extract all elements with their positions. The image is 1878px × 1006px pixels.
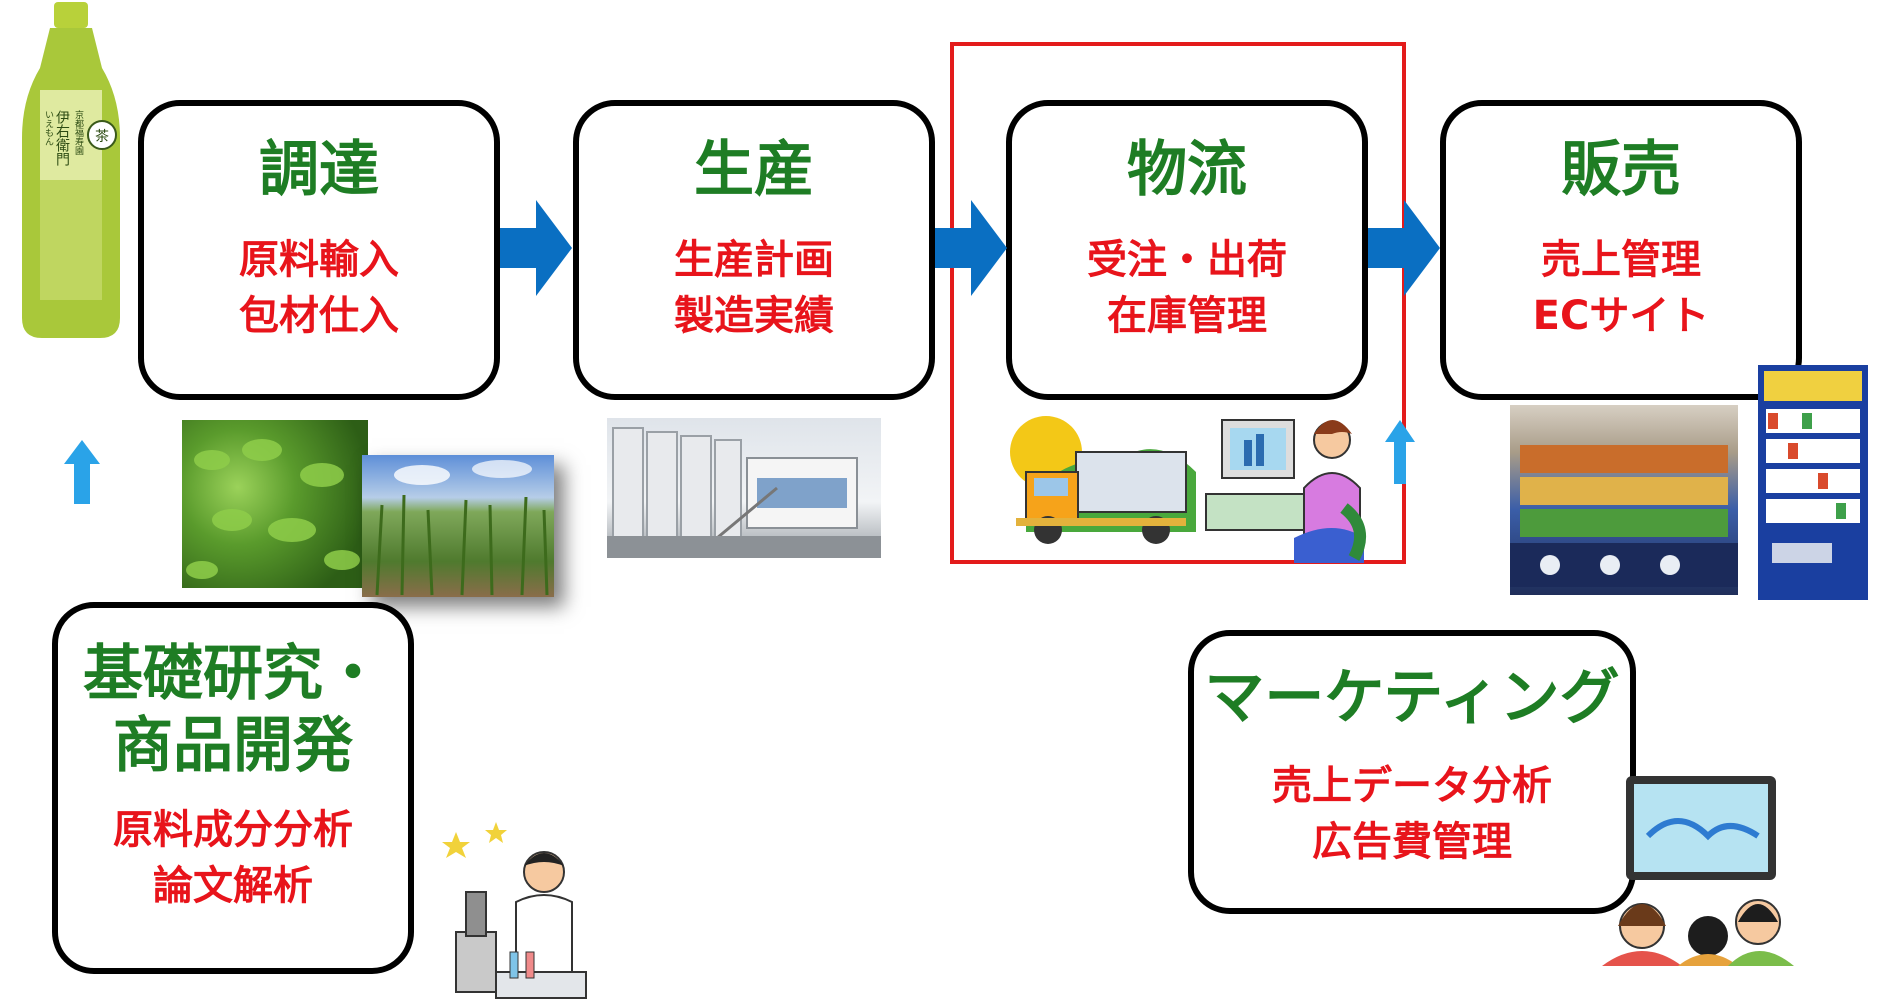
arrow-up-icon <box>1385 420 1415 484</box>
research-title-line2: 商品開発 <box>113 711 353 781</box>
marketing-line2: 広告費管理 <box>1312 819 1512 865</box>
stage-production-title: 生産 <box>694 135 814 205</box>
bottle-maker-text: 京都福寿園 <box>73 109 84 156</box>
bottle-brand-text: 伊右衛門 <box>54 110 70 167</box>
stage-sales: 販売 売上管理 ECサイト <box>1440 100 1802 400</box>
stage-procurement-line1: 原料輸入 <box>239 237 399 283</box>
stage-sales-line2: ECサイト <box>1532 293 1710 339</box>
research-title-line1: 基礎研究・ <box>83 639 383 709</box>
scientist-clipart <box>442 822 587 999</box>
research-box: 基礎研究・ 商品開発 原料成分分析 論文解析 <box>52 602 414 974</box>
marketing-box: マーケティング 売上データ分析 広告費管理 <box>1188 630 1636 914</box>
stage-production: 生産 生産計画 製造実績 <box>573 100 935 400</box>
stage-logistics: 物流 受注・出荷 在庫管理 <box>1006 100 1368 400</box>
stage-production-line1: 生産計画 <box>674 237 834 283</box>
stage-procurement-line2: 包材仕入 <box>239 293 399 339</box>
logistics-highlight-frame <box>950 42 1406 564</box>
stage-logistics-line1: 受注・出荷 <box>1087 237 1287 283</box>
stage-sales-line1: 売上管理 <box>1541 237 1701 283</box>
bottle-brand-kana: いえもん <box>43 110 54 146</box>
stage-production-line2: 製造実績 <box>674 293 834 339</box>
vending-machine-photo <box>1758 365 1868 600</box>
truck-clipart <box>1010 416 1196 544</box>
sugarcane-field-photo <box>362 455 554 597</box>
arrow-right-icon <box>1368 200 1440 296</box>
arrow-right-icon <box>500 200 572 296</box>
stage-sales-title: 販売 <box>1561 135 1681 205</box>
marketing-title: マーケティング <box>1204 663 1620 733</box>
factory-photo <box>607 418 881 558</box>
stage-procurement: 調達 原料輸入 包材仕入 <box>138 100 500 400</box>
stage-logistics-line2: 在庫管理 <box>1107 293 1267 339</box>
marketing-line1: 売上データ分析 <box>1272 763 1552 809</box>
research-line1: 原料成分分析 <box>113 807 353 853</box>
store-shelf-photo <box>1510 405 1738 595</box>
stage-logistics-title: 物流 <box>1127 135 1247 205</box>
tv-watching-clipart <box>1602 776 1794 966</box>
arrow-right-icon <box>935 200 1007 296</box>
bottle-tea-mark: 茶 <box>95 129 109 145</box>
research-line2: 論文解析 <box>153 863 313 909</box>
office-worker-clipart <box>1205 419 1367 563</box>
tea-bottle-image: 茶 伊右衛門 いえもん 京都福寿園 <box>22 2 120 338</box>
arrow-up-icon <box>64 440 100 504</box>
tea-leaves-photo <box>182 420 368 588</box>
stage-procurement-title: 調達 <box>259 135 379 205</box>
